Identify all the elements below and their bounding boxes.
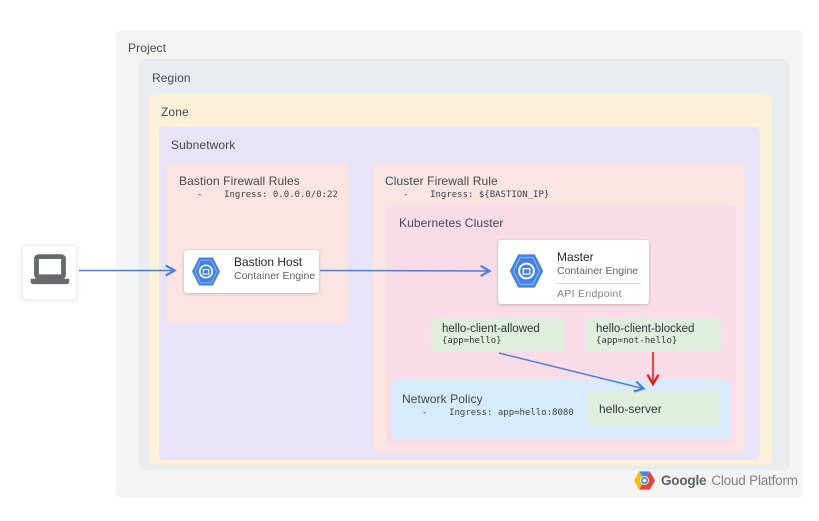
cluster-firewall-rule-box: Cluster Firewall Rule - Ingress: ${BASTI…: [373, 163, 744, 453]
network-policy-title: Network Policy: [402, 392, 483, 406]
zone-box: Zone Subnetwork Bastion Firewall Rules -…: [149, 94, 772, 465]
subnetwork-box: Subnetwork Bastion Firewall Rules - Ingr…: [159, 127, 760, 460]
master-card-divider: [557, 283, 641, 284]
network-policy-rule: - Ingress: app=hello:8080: [422, 408, 574, 418]
pod-name: hello-client-blocked: [596, 323, 695, 335]
master-card: Master Container Engine API Endpoint: [498, 240, 649, 304]
master-title: Master: [557, 250, 594, 264]
pod-name: hello-client-allowed: [442, 323, 540, 335]
hello-client-allowed-pod: hello-client-allowed {app=hello}: [431, 318, 565, 352]
region-box: Region Zone Subnetwork Bastion Firewall …: [139, 59, 790, 470]
cluster-firewall-rule: - Ingress: ${BASTION_IP}: [403, 190, 550, 200]
project-box: Project Region Zone Subnetwork Bastion F…: [116, 30, 803, 498]
cluster-firewall-title: Cluster Firewall Rule: [385, 174, 498, 188]
bastion-host-title: Bastion Host: [234, 255, 303, 269]
hello-client-blocked-pod: hello-client-blocked {app=not-hello}: [585, 318, 721, 352]
container-engine-hexagon-icon: [190, 256, 222, 292]
pod-name: hello-server: [599, 401, 662, 416]
footer-brand-cloud-platform: Cloud Platform: [711, 473, 798, 488]
google-cloud-platform-logo: [634, 471, 655, 490]
laptop-card: [22, 245, 77, 300]
region-label: Region: [152, 71, 191, 85]
master-subtitle: Container Engine: [557, 265, 639, 277]
bastion-firewall-rule: - Ingress: 0.0.0.0/0:22: [197, 190, 338, 200]
pod-selector: {app=hello}: [442, 336, 502, 346]
laptop-icon: [30, 254, 70, 285]
project-label: Project: [128, 41, 167, 55]
footer-brand-google: Google: [661, 473, 707, 488]
hello-server-pod: hello-server: [587, 391, 720, 426]
bastion-host-card: Bastion Host Container Engine: [184, 250, 319, 293]
kubernetes-cluster-label: Kubernetes Cluster: [399, 216, 504, 230]
zone-label: Zone: [161, 105, 189, 119]
master-api-endpoint: API Endpoint: [557, 288, 622, 300]
container-engine-hexagon-icon: [508, 252, 545, 295]
subnetwork-label: Subnetwork: [171, 138, 236, 152]
network-policy-box: Network Policy - Ingress: app=hello:8080…: [392, 380, 731, 440]
bastion-firewall-title: Bastion Firewall Rules: [179, 174, 300, 188]
gcp-footer: Google Cloud Platform: [634, 470, 798, 491]
bastion-firewall-rules-box: Bastion Firewall Rules - Ingress: 0.0.0.…: [167, 163, 348, 324]
kubernetes-cluster-box: Kubernetes Cluster: [387, 205, 736, 445]
pod-selector: {app=not-hello}: [596, 336, 678, 346]
bastion-host-subtitle: Container Engine: [234, 270, 316, 282]
